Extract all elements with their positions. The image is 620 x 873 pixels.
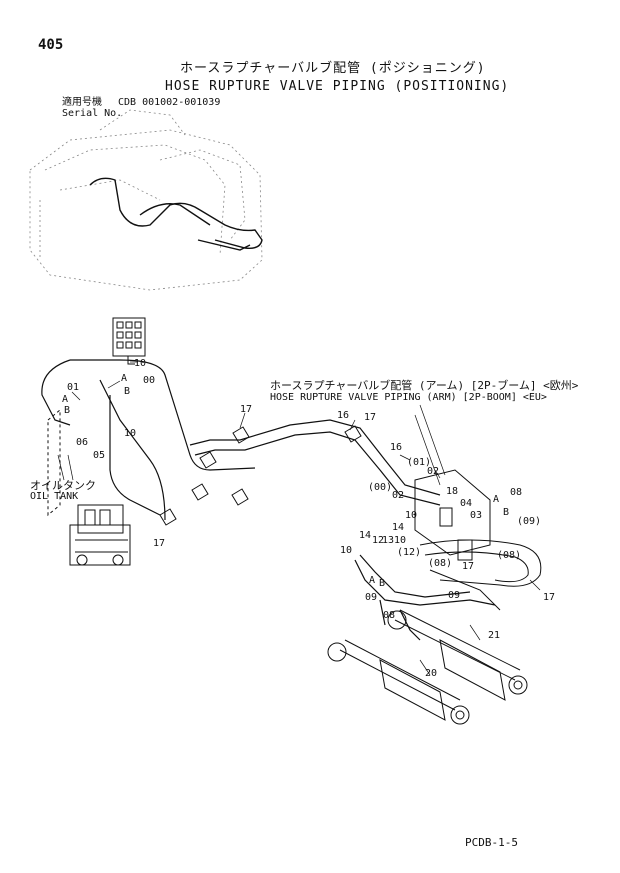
part-label: 17 xyxy=(543,592,555,603)
rupture-valve-bracket xyxy=(414,469,542,611)
part-label: B xyxy=(124,386,130,397)
part-label: 02 xyxy=(427,466,439,477)
callout-arm-piping: HOSE RUPTURE VALVE PIPING (ARM) [2P-BOOM… xyxy=(270,392,547,403)
footer-code: PCDB-1-5 xyxy=(465,836,518,849)
part-label: 04 xyxy=(460,498,472,509)
page-title-japanese: ホースラプチャーバルブ配管 (ポジショニング) xyxy=(180,61,486,76)
part-label: 13 xyxy=(382,535,394,546)
part-label: 10 xyxy=(124,428,136,439)
part-label: 17 xyxy=(364,412,376,423)
part-label: A xyxy=(62,394,68,405)
part-label: B xyxy=(503,507,509,518)
part-label: 16 xyxy=(390,442,402,453)
part-label: (08) xyxy=(497,550,521,561)
cylinder-20 xyxy=(327,639,470,725)
part-label: A xyxy=(121,373,127,384)
part-label: 03 xyxy=(470,510,482,521)
page-number: 405 xyxy=(38,37,64,53)
serial-label-japanese: 適用号機 xyxy=(62,97,102,108)
part-labels: 10 00 A B 01 A B 06 05 10 17 17 16 17 16… xyxy=(62,358,555,679)
overview-hose-route xyxy=(89,177,263,251)
part-label: A xyxy=(369,575,375,586)
part-label: 10 xyxy=(134,358,146,369)
serial-range: CDB 001002-001039 xyxy=(118,97,221,108)
part-label: 05 xyxy=(93,450,105,461)
hose-clamps xyxy=(159,425,362,526)
part-label: 12 xyxy=(372,535,384,546)
callout-arm-piping-japanese: ホースラプチャーバルブ配管 (アーム) [2P-ブーム] <欧州> xyxy=(270,379,579,392)
part-label: 17 xyxy=(153,538,165,549)
oil-tank-label: OIL TANK xyxy=(30,491,79,502)
part-label: B xyxy=(379,578,385,589)
part-label: 06 xyxy=(76,437,88,448)
leader-lines xyxy=(57,361,541,676)
hose-route-cylinder xyxy=(354,554,496,641)
machine-overview-sketch xyxy=(29,109,263,291)
part-label: (08) xyxy=(428,558,452,569)
part-label: 10 xyxy=(340,545,352,556)
part-label: 14 xyxy=(359,530,371,541)
cylinder-21 xyxy=(387,609,528,701)
part-label: 01 xyxy=(67,382,79,393)
part-label: 16 xyxy=(337,410,349,421)
part-label: 10 xyxy=(394,535,406,546)
page-title: HOSE RUPTURE VALVE PIPING (POSITIONING) xyxy=(165,79,510,94)
part-label: 21 xyxy=(488,630,500,641)
part-label: (12) xyxy=(397,547,421,558)
part-label: 08 xyxy=(510,487,522,498)
part-label: 09 xyxy=(448,590,460,601)
part-label: 08 xyxy=(383,610,395,621)
part-label: 17 xyxy=(462,561,474,572)
oil-tank-assembly xyxy=(47,408,131,566)
control-valve-block xyxy=(112,317,146,365)
part-label: A xyxy=(493,494,499,505)
part-label: B xyxy=(64,405,70,416)
part-label: (09) xyxy=(517,516,541,527)
serial-label: Serial No. xyxy=(62,108,123,119)
hose-route-main xyxy=(41,359,441,521)
part-label: 09 xyxy=(365,592,377,603)
part-label: 00 xyxy=(143,375,155,386)
part-label: 18 xyxy=(446,486,458,497)
part-label: 02 xyxy=(392,490,404,501)
part-label: 17 xyxy=(240,404,252,415)
part-label: 10 xyxy=(405,510,417,521)
oil-tank-label-japanese: オイルタンク xyxy=(30,479,96,492)
part-label: (00) xyxy=(368,482,392,493)
part-label: 20 xyxy=(425,668,437,679)
part-label: (01) xyxy=(407,457,431,468)
part-label: 14 xyxy=(392,522,404,533)
